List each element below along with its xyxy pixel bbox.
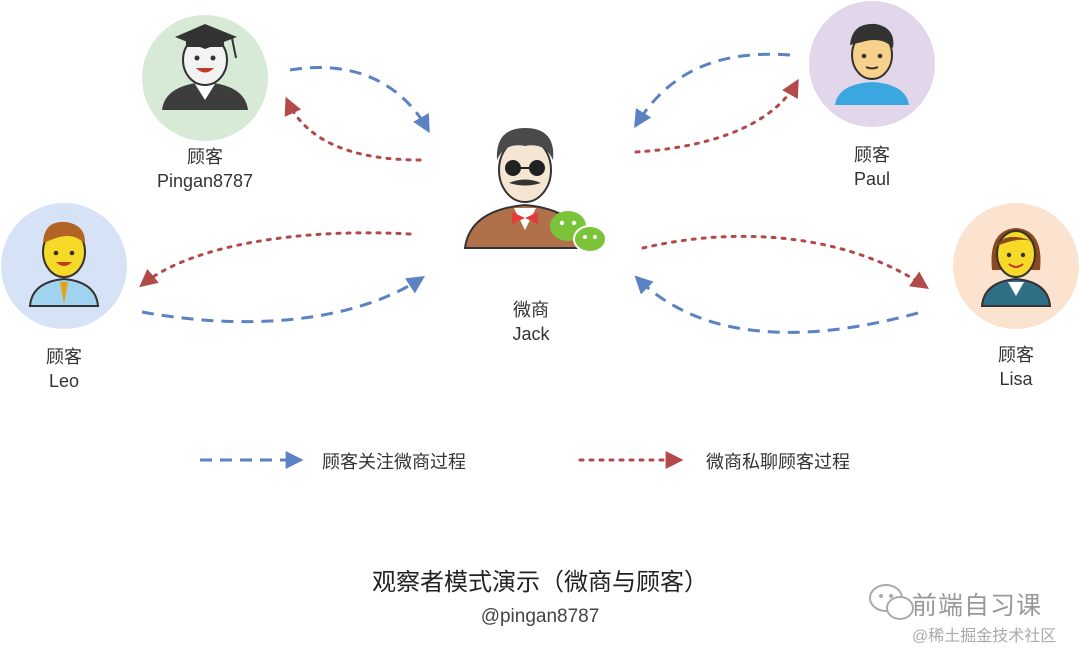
merchant-label: 微商 Jack — [512, 298, 549, 346]
paul-role: 顾客 — [854, 145, 890, 165]
watermark-brand: 前端自习课 — [912, 592, 1043, 620]
legend-follow-label: 顾客关注微商过程 — [322, 452, 466, 472]
woman-avatar-icon — [953, 203, 1079, 329]
pingan-name: Pingan8787 — [156, 171, 254, 191]
watermark-sub: @稀土掘金技术社区 — [912, 628, 1057, 645]
follow-arrow-paul — [634, 52, 791, 129]
chat-arrow-pingan — [284, 96, 422, 162]
follow-arrow-leo — [141, 276, 426, 324]
legend-chat-label: 微商私聊顾客过程 — [706, 452, 850, 472]
paul-name: Paul — [853, 169, 891, 189]
lisa-name: Lisa — [999, 369, 1033, 389]
merchant-role: 微商 — [512, 300, 549, 320]
graduate-avatar-icon — [142, 15, 268, 141]
merchant-name: Jack — [512, 324, 550, 344]
lisa-label: 顾客 Lisa — [998, 343, 1034, 391]
follow-arrow-lisa — [634, 275, 919, 334]
follow-arrow-pingan — [289, 66, 430, 134]
chat-arrow-leo — [139, 231, 412, 288]
wechat-icon — [550, 211, 607, 253]
man-avatar-icon — [1, 203, 127, 329]
chat-arrow-lisa — [641, 234, 929, 290]
lisa-role: 顾客 — [998, 345, 1034, 365]
chat-arrow-paul — [634, 78, 799, 154]
wechat-logo-icon — [869, 584, 914, 620]
leo-role: 顾客 — [46, 347, 82, 367]
pingan-label: 顾客 Pingan8787 — [157, 145, 253, 193]
leo-label: 顾客 Leo — [46, 345, 82, 393]
paul-label: 顾客 Paul — [854, 143, 890, 191]
diagram-title: 观察者模式演示（微商与顾客） — [372, 569, 708, 596]
leo-name: Leo — [48, 371, 80, 391]
author-handle: @pingan8787 — [480, 606, 600, 627]
pingan-role: 顾客 — [187, 147, 223, 167]
man-avatar-icon — [809, 1, 935, 127]
